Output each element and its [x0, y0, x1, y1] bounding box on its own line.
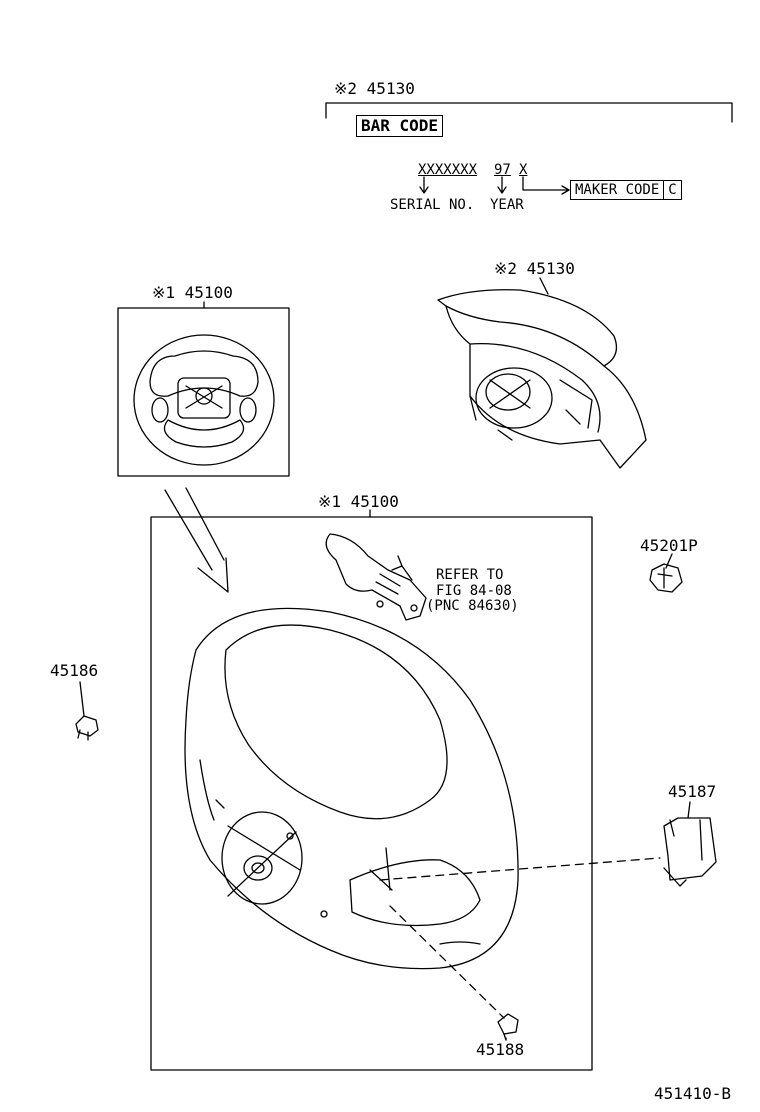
- serial-no-label: SERIAL NO.: [390, 197, 475, 213]
- maker-code-label: MAKER CODE: [575, 182, 660, 198]
- steering-wheel-drawing: [184, 607, 519, 970]
- nut-45201P-drawing: [649, 563, 683, 593]
- refer-note-line3: (PNC 84630): [426, 598, 519, 614]
- maker-code-box: MAKER CODE C: [570, 180, 682, 200]
- year-code: 97: [494, 162, 511, 178]
- leader-45187: [687, 801, 691, 819]
- figure-id: 451410-B: [654, 1084, 732, 1103]
- maker-code-value: C: [663, 181, 680, 199]
- serial-arrow: [419, 176, 429, 194]
- wheel-inset-frame: [117, 307, 290, 477]
- dashed-leader-45188: [389, 905, 505, 1019]
- leader-45186: [79, 681, 85, 717]
- wheel-inset-drawing: [133, 334, 275, 466]
- clip-45188-drawing: [497, 1013, 519, 1041]
- part-label-45187: 45187: [668, 782, 717, 801]
- year-label: YEAR: [490, 197, 524, 213]
- part-label-45100-main: ※1 45100: [318, 492, 399, 511]
- part-label-45201P: 45201P: [640, 536, 698, 555]
- part-label-45188: 45188: [476, 1040, 525, 1059]
- maker-arrow: [522, 176, 570, 195]
- barcode-bracket: [325, 102, 733, 123]
- leader-45201P: [665, 553, 673, 569]
- year-arrow: [497, 176, 507, 194]
- serial-code: XXXXXXX: [418, 162, 478, 178]
- maker-letter: X: [519, 162, 528, 178]
- leader-45130: [539, 277, 549, 295]
- wheel-main-frame: [150, 516, 593, 1071]
- refer-note-line2: FIG 84-08: [436, 583, 512, 599]
- part-label-45186: 45186: [50, 661, 99, 680]
- cover-45187-drawing: [663, 817, 717, 887]
- part-label-45130: ※2 45130: [494, 259, 575, 278]
- part-label-45100-inset: ※1 45100: [152, 283, 233, 302]
- barcode-ref-label: ※2 45130: [334, 79, 415, 98]
- dashed-leader-45187: [379, 857, 661, 881]
- bar-code-label: BAR CODE: [356, 115, 444, 137]
- screw-45186-drawing: [75, 715, 99, 741]
- switch-connector-drawing: [325, 533, 427, 621]
- inset-to-wheel-arrow: [164, 487, 229, 593]
- refer-note-line1: REFER TO: [436, 567, 504, 583]
- airbag-pad-drawing: [437, 289, 647, 469]
